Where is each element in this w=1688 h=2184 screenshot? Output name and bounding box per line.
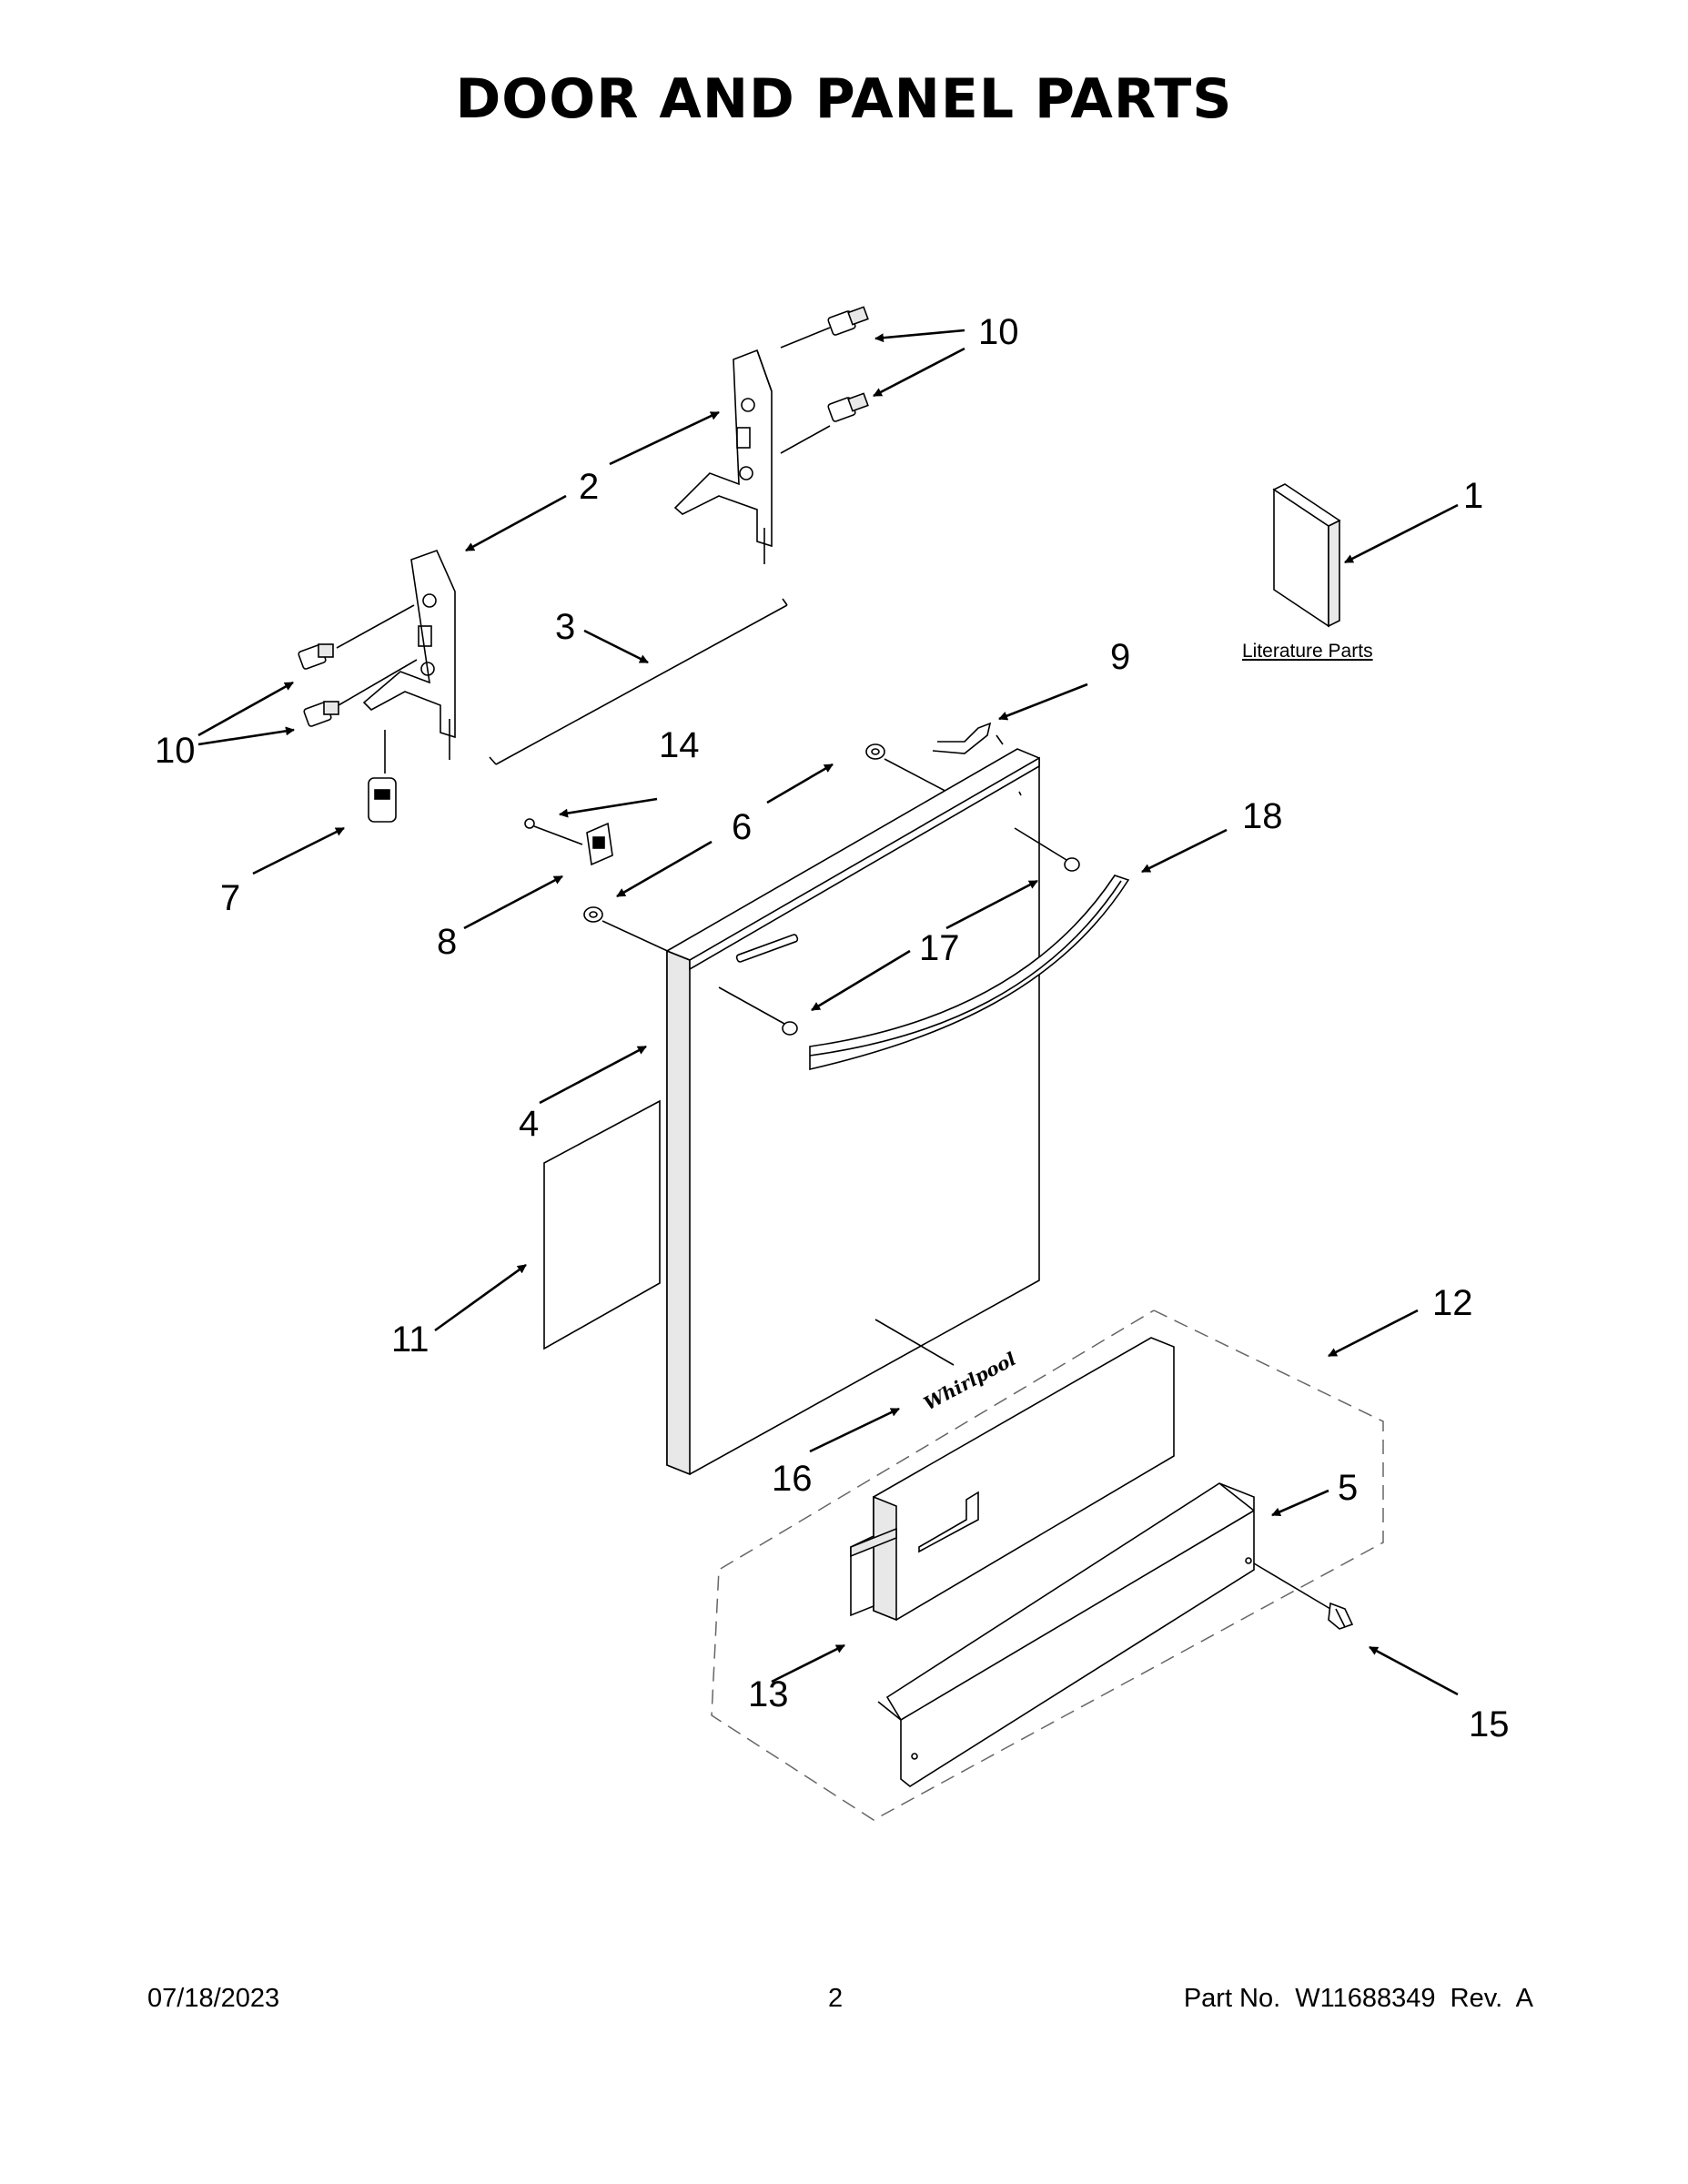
footer-date: 07/18/2023	[147, 1984, 280, 2013]
hinge-bracket-right	[673, 349, 773, 564]
door-handle	[809, 875, 1130, 1071]
thumb-screw	[1253, 1562, 1354, 1630]
callout-13: 13	[748, 1674, 789, 1714]
callout-4: 4	[519, 1104, 539, 1144]
callout-11: 11	[391, 1320, 430, 1360]
leader-lines	[197, 329, 1459, 1696]
callout-7: 7	[220, 878, 240, 918]
insulation-panel	[543, 1099, 661, 1350]
callout-12: 12	[1432, 1283, 1473, 1323]
callout-10-upper: 10	[978, 312, 1019, 352]
hinge-bracket-left	[362, 549, 456, 760]
callout-14: 14	[659, 725, 700, 765]
callout-10-left: 10	[155, 731, 196, 771]
screws-left	[298, 604, 418, 727]
callout-3: 3	[555, 607, 575, 647]
hinge-cap	[368, 730, 397, 823]
callout-5: 5	[1338, 1468, 1358, 1508]
footer-part-number: Part No. W11688349 Rev. A	[1183, 1984, 1533, 2013]
literature-booklet	[1272, 483, 1341, 628]
callout-numbers: 1 2 3 4 5 6 7 8 9 10 10 11 12 13 14 15 1…	[155, 312, 1510, 1744]
door-clip	[932, 722, 1004, 754]
handle-screws	[718, 827, 1080, 1036]
brand-logo-text: Whirlpool	[920, 1348, 1020, 1414]
page-title: DOOR AND PANEL PARTS	[455, 67, 1233, 131]
literature-parts-label: Literature Parts	[1242, 641, 1373, 662]
callout-2: 2	[579, 467, 599, 507]
callout-17: 17	[919, 928, 960, 968]
callout-8: 8	[437, 922, 457, 962]
door-rod	[489, 598, 788, 765]
latch-assembly	[524, 818, 613, 866]
screws-upper	[780, 306, 869, 454]
door-panel	[666, 748, 1040, 1476]
washers	[583, 743, 956, 955]
footer-page-number: 2	[828, 1984, 844, 2013]
callout-1: 1	[1463, 476, 1483, 516]
callout-9: 9	[1110, 637, 1130, 677]
toe-kick-group-boundary	[711, 1309, 1384, 1821]
callout-15: 15	[1469, 1704, 1510, 1744]
callout-18: 18	[1242, 796, 1283, 836]
callout-16: 16	[772, 1459, 813, 1499]
toe-kick-front	[850, 1337, 1175, 1622]
toe-kick-plate	[877, 1482, 1255, 1787]
callout-6: 6	[732, 807, 752, 847]
